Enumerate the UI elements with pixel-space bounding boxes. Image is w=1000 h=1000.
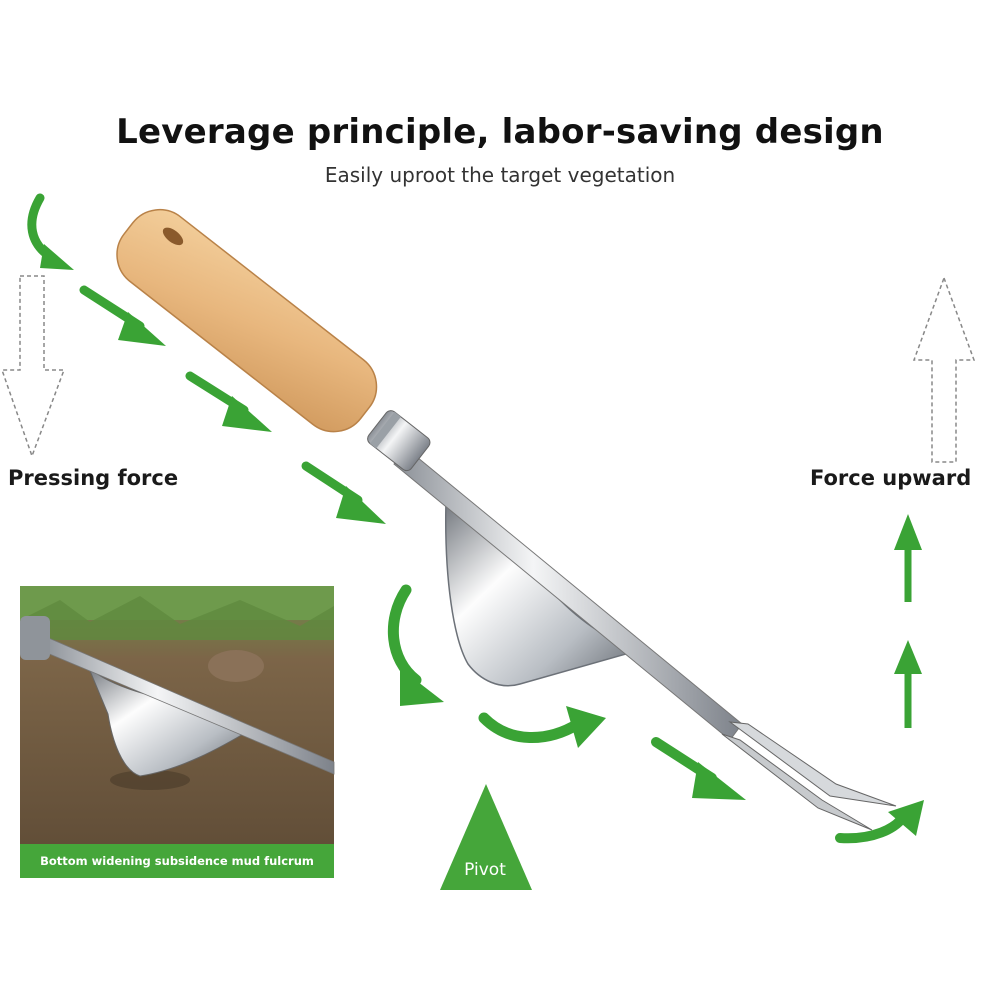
pressing-force-label: Pressing force: [8, 466, 179, 490]
green-arrows-up: [894, 514, 922, 728]
ferrule: [367, 410, 431, 472]
handle-hole: [162, 227, 184, 246]
curved-green-arrow-icon: [27, 193, 74, 270]
pivot-label: Pivot: [464, 860, 506, 880]
green-arrows-left: [27, 193, 386, 524]
straight-green-arrow-icon: [894, 514, 922, 602]
page-title: Leverage principle, labor-saving design: [116, 112, 884, 152]
curved-green-arrow-icon: [478, 706, 606, 748]
up-outline-arrow-icon: [912, 275, 976, 463]
straight-green-arrow-icon: [894, 640, 922, 728]
curved-green-arrow-icon: [835, 800, 924, 844]
pivot-triangle: [440, 784, 532, 890]
inset-caption: Bottom widening subsidence mud fulcrum: [20, 844, 334, 878]
straight-green-arrow-icon: [79, 285, 166, 346]
green-arrows-pivot: [387, 584, 924, 844]
handle: [116, 208, 378, 433]
fork-tine-upper: [728, 721, 897, 807]
curved-green-arrow-icon: [387, 584, 444, 706]
down-outline-arrow-icon: [0, 275, 66, 459]
straight-green-arrow-icon: [651, 737, 746, 800]
shaft: [393, 447, 743, 741]
force-upward-label: Force upward: [810, 466, 972, 490]
straight-green-arrow-icon: [185, 371, 272, 432]
straight-green-arrow-icon: [301, 461, 386, 524]
weeder-tool: [116, 208, 897, 831]
fork-tine-lower: [721, 733, 873, 831]
page-subtitle: Easily uproot the target vegetation: [324, 163, 676, 187]
inset-photo: [20, 586, 335, 878]
